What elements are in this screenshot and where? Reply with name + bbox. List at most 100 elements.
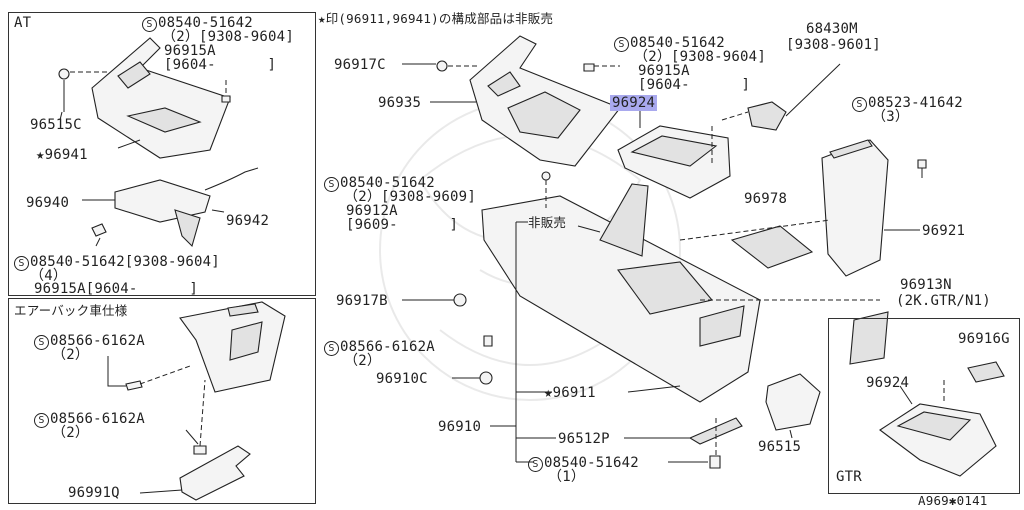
main-clip-96910c — [479, 371, 493, 385]
part-label: （2）[9308-9604] — [634, 49, 766, 65]
screw-symbol-icon: S — [324, 341, 339, 356]
part-label: [9604- ] — [638, 77, 751, 93]
airbag-screw-2 — [193, 445, 207, 455]
part-label: 96924 — [866, 375, 910, 391]
main-shift-cover-96935 — [469, 35, 621, 167]
part-label: 96915A — [638, 63, 690, 79]
part-label: 96917B — [336, 293, 388, 309]
airbag-screw-1 — [125, 380, 143, 391]
part-label: 96916G — [958, 331, 1010, 347]
part-label: 96942 — [226, 213, 270, 229]
part-number: 08540-51642 — [158, 15, 253, 31]
part-label: 96515C — [30, 117, 82, 133]
part-label: （2） — [344, 353, 382, 369]
main-plate-96913n — [849, 311, 889, 365]
screw-symbol-icon: S — [528, 457, 543, 472]
gtr-panel — [828, 318, 1020, 494]
part-number: 96924 — [610, 95, 658, 111]
part-label: （1） — [548, 469, 586, 485]
part-label: ★96941 — [36, 147, 88, 163]
part-label: 96913N — [900, 277, 952, 293]
main-screw-08523 — [917, 159, 927, 169]
main-screw-08540-a — [541, 171, 551, 181]
main-screw-08566 — [483, 335, 493, 347]
screw-symbol-icon: S — [324, 177, 339, 192]
at-screw-top — [221, 95, 231, 103]
part-label: [9609- ] — [346, 217, 459, 233]
screw-symbol-icon: S — [852, 97, 867, 112]
part-label: （3） — [872, 109, 910, 125]
at-panel-title: AT — [14, 15, 32, 31]
main-console-96911 — [481, 183, 761, 403]
part-label: [9308-9601] — [786, 37, 881, 53]
at-harness-96942 — [204, 167, 259, 191]
at-panel — [8, 12, 316, 296]
part-label: 96921 — [922, 223, 966, 239]
airbag-console-end — [179, 301, 286, 393]
part-label: 96915A[9604- ] — [34, 281, 198, 297]
part-label: （2） — [52, 347, 90, 363]
part-label: 96917C — [334, 57, 386, 73]
screw-symbol-icon: S — [34, 413, 49, 428]
at-indicator-96940 — [114, 179, 211, 248]
part-number: 08566-6162A — [50, 333, 145, 349]
non-sale-note: ★印(96911,96941)の構成部品は非販売 — [318, 11, 554, 26]
part-number: 08523-41642 — [868, 95, 963, 111]
part-label: （4） — [30, 268, 68, 284]
part-label: 96912A — [346, 203, 398, 219]
part-label: 96991Q — [68, 485, 120, 501]
part-label: 96978 — [744, 191, 788, 207]
part-label: 96935 — [378, 95, 422, 111]
airbag-panel-title: エアーバック車仕様 — [14, 303, 128, 318]
screw-symbol-icon: S — [614, 37, 629, 52]
part-label: [9604- ] — [164, 57, 277, 73]
part-number: 08540-51642[9308-9604] — [30, 254, 220, 270]
main-clip-96917c — [436, 60, 448, 72]
main-ashtray-96515 — [765, 373, 821, 431]
part-number: 08540-51642 — [544, 455, 639, 471]
screw-symbol-icon: S — [34, 335, 49, 350]
part-label: （2） — [52, 425, 90, 441]
main-pocket-96924 — [617, 125, 731, 199]
airbag-panel — [8, 298, 316, 504]
gtr-cover-96916g — [967, 361, 1005, 383]
airbag-bracket-96991q — [179, 445, 251, 501]
part-label: 96910C — [376, 371, 428, 387]
part-label: (2K.GTR/N1) — [896, 293, 991, 309]
gtr-panel-title: GTR — [836, 469, 862, 485]
part-label: 96915A — [164, 43, 216, 59]
screw-symbol-icon: S — [142, 17, 157, 32]
part-label: 68430M — [806, 21, 858, 37]
reference-code: A969✱0141 — [918, 493, 988, 508]
at-clip-96515c — [58, 68, 70, 80]
part-number: 08540-51642 — [630, 35, 725, 51]
main-mat-96978 — [730, 225, 814, 269]
part-label: 96515 — [758, 439, 802, 455]
part-number: 08566-6162A — [50, 411, 145, 427]
gtr-pocket-96924 — [879, 403, 997, 477]
main-screw-96915a — [583, 63, 595, 72]
part-label: 96940 — [26, 195, 70, 211]
main-clip-68430m — [747, 101, 787, 131]
at-screw-bottom — [91, 223, 107, 237]
part-label-highlighted: 96924 — [610, 95, 658, 111]
main-screw-08540-b — [709, 455, 721, 469]
part-label: ★96911 — [544, 385, 596, 401]
part-label: 非販売 — [528, 215, 567, 230]
part-label: （2）[9308-9604] — [162, 29, 294, 45]
part-number: 08566-6162A — [340, 339, 435, 355]
main-lid-96921 — [821, 139, 889, 277]
part-label: 96910 — [438, 419, 482, 435]
part-number: 08540-51642 — [340, 175, 435, 191]
